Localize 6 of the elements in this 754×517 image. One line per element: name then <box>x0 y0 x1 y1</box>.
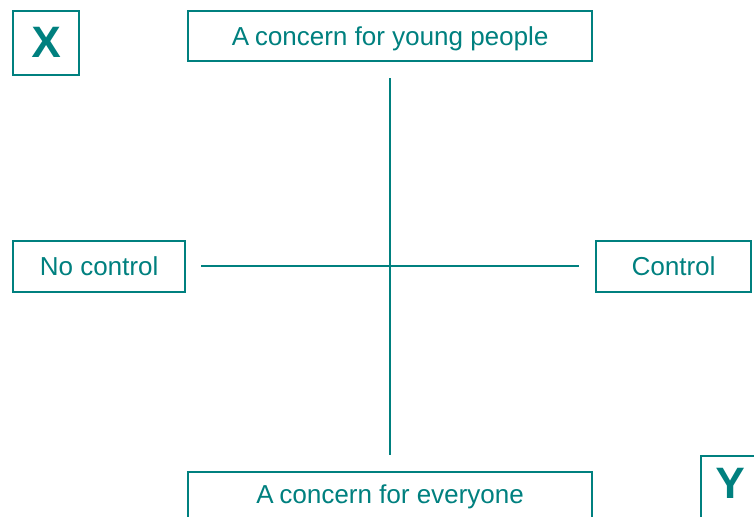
label-box: No control <box>12 240 186 293</box>
corner-letter-box: Y <box>700 455 754 517</box>
label-box: A concern for young people <box>187 10 593 62</box>
label-box: Control <box>595 240 752 293</box>
corner-letter-box: X <box>12 10 80 76</box>
label-box: A concern for everyone <box>187 471 593 517</box>
